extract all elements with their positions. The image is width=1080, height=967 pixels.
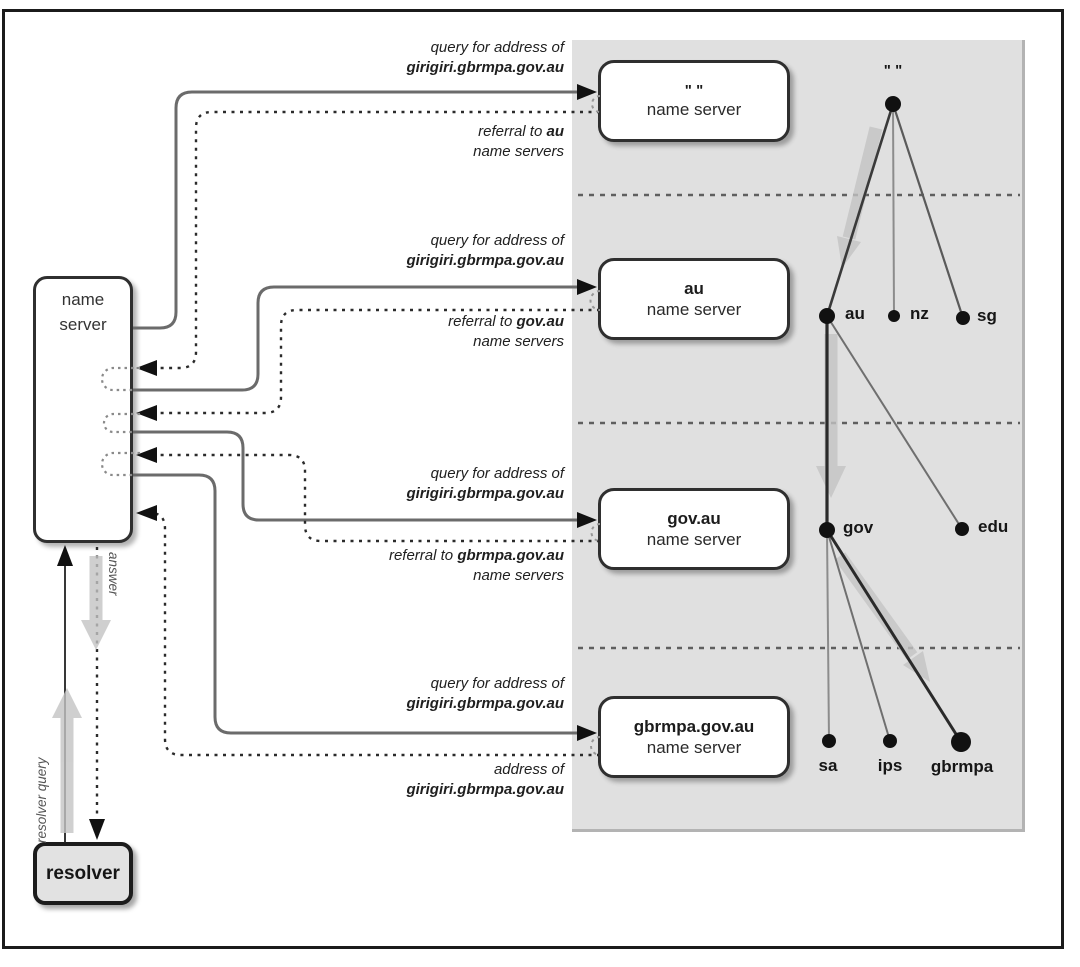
tree-label-nz: nz xyxy=(910,304,929,323)
gbrmpa-name-server-title: gbrmpa.gov.au xyxy=(633,716,755,736)
annotation-domain: girigiri.gbrmpa.gov.au xyxy=(406,485,564,502)
annotation-query-au: query for address of girigiri.gbrmpa.gov… xyxy=(406,231,564,271)
annotation-referral-au: referral to au name servers xyxy=(473,122,564,162)
gbrmpa-name-server-subtitle: name server xyxy=(646,737,742,757)
resolver-label: resolver xyxy=(46,862,120,884)
annotation-domain: girigiri.gbrmpa.gov.au xyxy=(406,252,564,269)
annotation-pre: referral to xyxy=(448,313,517,330)
gbrmpa-name-server-box: gbrmpa.gov.au name server xyxy=(598,696,790,778)
annotation-line: referral to gbrmpa.gov.au xyxy=(389,546,564,566)
annotation-domain: girigiri.gbrmpa.gov.au xyxy=(406,59,564,76)
annotation-domain: gov.au xyxy=(516,313,564,330)
annotation-referral-gbrmpa: referral to gbrmpa.gov.au name servers xyxy=(389,546,564,586)
annotation-line: referral to au xyxy=(473,122,564,142)
annotation-query-govau: query for address of girigiri.gbrmpa.gov… xyxy=(406,464,564,504)
root-name-server-subtitle: name server xyxy=(646,100,742,119)
tree-label-sg: sg xyxy=(977,306,997,325)
root-name-server-title: " " xyxy=(684,82,704,99)
annotation-line: name servers xyxy=(473,143,564,160)
annotation-line: name servers xyxy=(473,333,564,350)
annotation-line: address of xyxy=(493,761,564,778)
annotation-domain: girigiri.gbrmpa.gov.au xyxy=(406,695,564,712)
annotation-pre: referral to xyxy=(388,547,458,564)
local-name-server-label-line2: server xyxy=(59,315,107,334)
answer-label: answer xyxy=(106,552,121,596)
tree-label-gov: gov xyxy=(843,518,874,537)
annotation-query-root: query for address of girigiri.gbrmpa.gov… xyxy=(406,38,564,78)
annotation-query-gbrmpa: query for address of girigiri.gbrmpa.gov… xyxy=(406,674,564,714)
tree-label-sa: sa xyxy=(818,756,838,775)
govau-name-server-title: gov.au xyxy=(667,508,721,528)
annotation-line: query for address of xyxy=(430,675,564,692)
au-name-server-box: au name server xyxy=(598,258,790,340)
annotation-domain: gbrmpa.gov.au xyxy=(457,547,564,564)
govau-name-server-subtitle: name server xyxy=(646,529,742,549)
annotation-domain: girigiri.gbrmpa.gov.au xyxy=(406,781,564,798)
au-name-server-title: au xyxy=(684,278,704,298)
annotation-line: name servers xyxy=(473,567,564,584)
local-name-server-label-line1: name xyxy=(61,290,105,309)
annotation-line: referral to gov.au xyxy=(448,312,564,332)
annotation-domain: au xyxy=(546,123,564,140)
tree-label-gbrmpa: gbrmpa xyxy=(930,757,994,776)
annotation-line: query for address of xyxy=(430,39,564,56)
annotation-line: query for address of xyxy=(430,465,564,482)
resolver-query-label: resolver query xyxy=(34,757,49,843)
tree-label-root: " " xyxy=(883,62,903,79)
diagram-frame xyxy=(2,9,1064,949)
root-name-server-box: " " name server xyxy=(598,60,790,142)
annotation-referral-govau: referral to gov.au name servers xyxy=(448,312,564,352)
tree-label-ips: ips xyxy=(877,756,903,775)
govau-name-server-box: gov.au name server xyxy=(598,488,790,570)
annotation-pre: referral to xyxy=(478,123,547,140)
tree-label-edu: edu xyxy=(978,517,1009,536)
annotation-line: query for address of xyxy=(430,232,564,249)
tree-label-au: au xyxy=(845,304,865,323)
resolver-box: resolver xyxy=(33,842,133,905)
au-name-server-subtitle: name server xyxy=(646,299,742,319)
local-name-server-box: name server xyxy=(33,276,133,543)
annotation-answer-address: address of girigiri.gbrmpa.gov.au xyxy=(406,760,564,800)
